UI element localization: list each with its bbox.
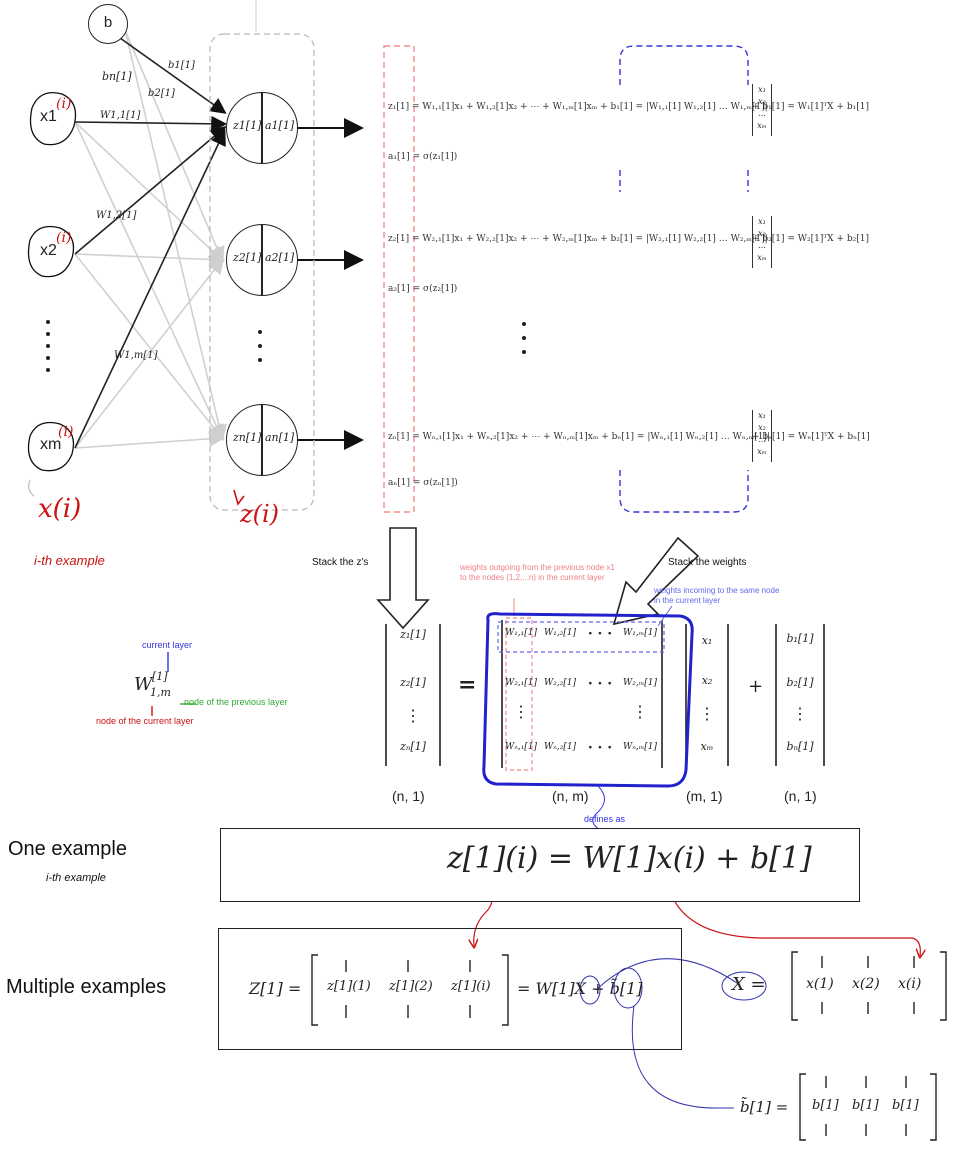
multiple-examples-label: Multiple examples — [6, 976, 167, 998]
dim-w: (n, m) — [552, 788, 589, 804]
btilde-col-3: b[1] — [892, 1098, 919, 1113]
pink-bracket — [383, 45, 415, 513]
matrix-bars — [385, 620, 825, 768]
stack-z-label: Stack the z's — [312, 557, 369, 568]
dim-x: (m, 1) — [686, 788, 723, 804]
input-x1: x1 (i) — [40, 96, 72, 125]
eq-a2: a₂[1] = σ(z₂[1]) — [388, 284, 458, 294]
neuron-2: z2[1] a2[1] — [226, 224, 298, 296]
input-x2: x2 (i) — [40, 230, 72, 259]
eq-a1: a₁[1] = σ(z₁[1]) — [388, 152, 458, 162]
matrix-plus: + — [748, 676, 764, 697]
X-lhs: X = — [732, 974, 766, 995]
eq-z1-tail: + b₁[1] = W₁[1]ᵀX + b₁[1] — [752, 102, 869, 112]
defines-as-note: defines as — [584, 814, 626, 824]
X-col-2: x(2) — [852, 976, 880, 992]
neuron-layer-box — [209, 33, 315, 511]
btilde-lhs: b̃[1] = — [740, 1098, 789, 1116]
dim-z: (n, 1) — [392, 788, 425, 804]
edge-label-w12: W1,2[1] — [96, 210, 137, 221]
neuron-1-a: a1[1] — [265, 119, 295, 132]
black-edges — [74, 37, 228, 449]
edge-label-w1m: W1,m[1] — [114, 350, 158, 361]
handwritten-z-i: z(i) — [240, 500, 280, 528]
weights-incoming-note: weights incoming to the same node in the… — [654, 586, 780, 605]
current-layer-note: current layer — [142, 640, 193, 650]
X-col-1: x(1) — [806, 976, 834, 992]
input-x2-hand: (i) — [56, 230, 72, 246]
one-example-box: z[1](i) = W[1]x(i) + b[1] — [220, 828, 860, 902]
input-x1-hand: (i) — [56, 96, 72, 112]
btilde-col-1: b[1] — [812, 1098, 839, 1113]
edge-label-b1: b1[1] — [168, 60, 195, 71]
handwritten-x-i: x(i) — [38, 494, 82, 524]
one-example-formula: z[1](i) = W[1]x(i) + b[1] — [447, 841, 812, 876]
X-col-i: x(i) — [898, 976, 922, 992]
Z-col-i: z[1](i) — [451, 979, 491, 994]
output-arrows — [296, 118, 364, 450]
w-notation: W [1] 1,m — [134, 670, 171, 699]
eq-z2: z₂[1] = W₂,₁[1]x₁ + W₂,₂[1]x₂ + ⋯ + W₂,ₘ… — [388, 234, 768, 244]
neuron-n-z: zn[1] — [233, 431, 262, 444]
eq-an: aₙ[1] = σ(zₙ[1]) — [388, 478, 458, 488]
stack-z-arrow — [376, 527, 430, 630]
one-example-sub: i-th example — [46, 872, 106, 884]
input-xm-hand: (i) — [58, 424, 74, 440]
eq-z2-tail: + b₂[1] = W₂[1]ᵀX + b₂[1] — [752, 234, 869, 244]
neuron-1: z1[1] a1[1] — [226, 92, 298, 164]
weights-outgoing-note: weights outgoing from the previous node … — [460, 563, 615, 582]
neuron-n-a: an[1] — [265, 431, 295, 444]
edge-label-bn: bn[1] — [102, 70, 132, 83]
Z-col-2: z[1](2) — [389, 979, 433, 994]
ith-example-label: i-th example — [34, 553, 105, 568]
matrix-equals: = — [458, 672, 477, 698]
node-prev-note: node of the previous layer — [184, 697, 288, 707]
node-current-note: node of the current layer — [96, 716, 194, 726]
eq-zn-tail: + bₙ[1] = Wₙ[1]ᵀX + bₙ[1] — [752, 432, 870, 442]
btilde-col-2: b[1] — [852, 1098, 879, 1113]
Z-lhs: Z[1] = — [249, 979, 302, 998]
stack-w-label: Stack the weights — [668, 557, 747, 568]
w-blue-outline — [482, 612, 694, 788]
multiple-examples-box: Z[1] = z[1](1) z[1](2) z[1](i) = W[1]X +… — [218, 928, 682, 1050]
stack-w-arrow — [612, 536, 700, 626]
eq-z1: z₁[1] = W₁,₁[1]x₁ + W₁,₂[1]x₂ + ⋯ + W₁,ₘ… — [388, 102, 768, 112]
dim-b: (n, 1) — [784, 788, 817, 804]
neuron-2-z: z2[1] — [233, 251, 262, 264]
bias-node-label: b — [103, 14, 113, 31]
neuron-n: zn[1] an[1] — [226, 404, 298, 476]
one-example-label: One example — [8, 838, 127, 860]
eq-zn: zₙ[1] = Wₙ,₁[1]x₁ + Wₙ,₂[1]x₂ + ⋯ + Wₙ,ₘ… — [388, 432, 770, 442]
edge-label-w11: W1,1[1] — [100, 110, 141, 121]
input-xm: xm (i) — [40, 424, 74, 453]
gray-edges — [74, 29, 227, 449]
Z-col-1: z[1](1) — [327, 979, 371, 994]
blue-bracket — [619, 45, 749, 85]
neuron-1-z: z1[1] — [233, 119, 262, 132]
neuron-2-a: a2[1] — [265, 251, 295, 264]
Z-rhs: = W[1]X + b̃[1] — [517, 979, 643, 998]
bias-node: b — [88, 4, 128, 44]
edge-label-b2: b2[1] — [148, 88, 175, 99]
